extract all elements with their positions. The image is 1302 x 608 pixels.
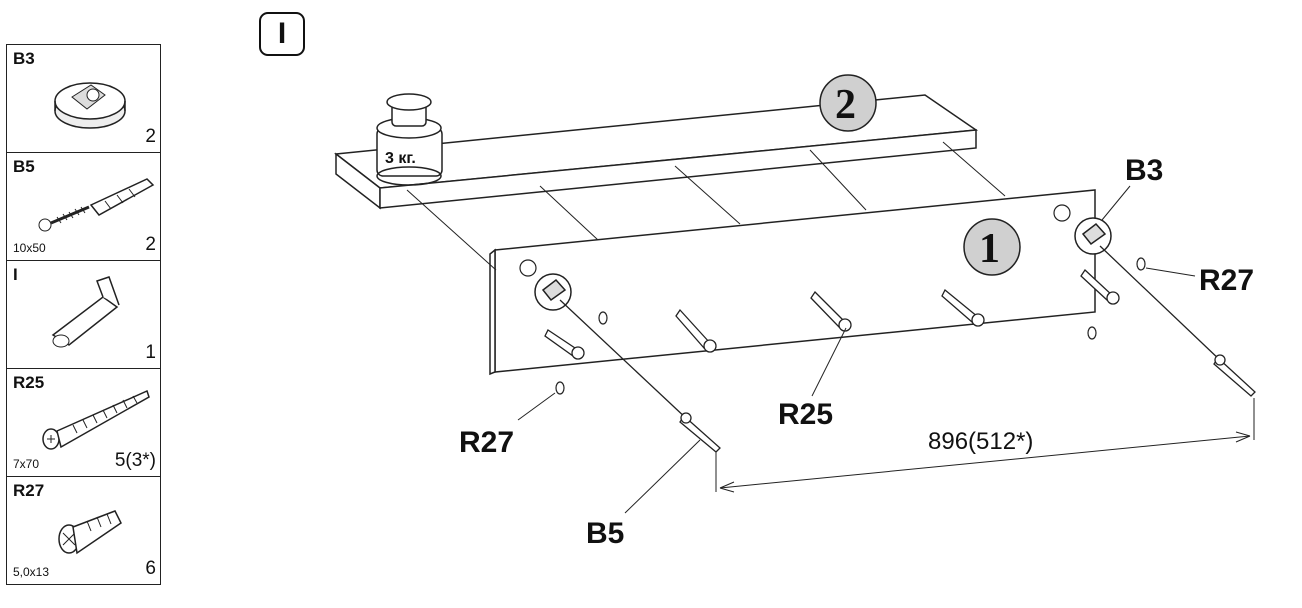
part-r27: R27 5,0x13 6 [6,476,161,585]
weight-icon [376,93,443,186]
callout-r27-left: R27 [459,426,514,459]
part-size: 7x70 [13,457,40,471]
panel-1-label: 1 [979,226,1000,272]
part-qty: 5(3*) [114,450,156,471]
panel-2-label: 2 [835,82,856,128]
dowel-icon [58,510,122,555]
part-qty: 2 [145,234,156,255]
panel-number-2: 2 [819,74,877,132]
part-r25: R25 7x70 5(3*) [6,368,161,476]
r25-screws [544,269,1120,360]
part-id: I [13,265,18,284]
alignment-lines [406,141,1006,271]
cam-lock-icon [54,82,126,129]
hex-key-icon [51,276,120,348]
panel-holes [519,204,1071,277]
part-qty: 2 [145,126,156,147]
part-b5: B5 10x50 2 [6,152,161,260]
part-hex-key: I 1 [6,260,161,368]
part-b3: B3 2 [6,44,161,152]
callout-b5: B5 [586,517,624,550]
part-size: 5,0x13 [13,565,50,579]
r27-dowels [555,257,1146,395]
callout-r25: R25 [778,398,833,431]
dimension-label: 896(512*) [928,428,1033,455]
part-qty: 1 [145,342,156,363]
leader-lines [517,185,1255,514]
back-panel-1 [489,189,1096,376]
part-id: B5 [13,157,35,176]
weight-label: 3 кг. [385,150,416,167]
callout-b3: B3 [1125,154,1163,187]
part-qty: 6 [145,558,156,579]
step-label: I [277,17,287,50]
part-id: R25 [13,373,45,392]
callout-r27-right: R27 [1199,264,1254,297]
b5-wall-plugs [559,245,1256,453]
part-id: B3 [13,49,35,68]
parts-list: B3 2 B5 10x50 2 I 1 R25 [6,44,161,585]
screw-icon [42,389,150,450]
part-id: R27 [13,481,45,500]
panel-number-1: 1 [963,218,1021,276]
part-size: 10x50 [13,241,46,255]
step-indicator: I [259,12,305,56]
wall-plug-screw-icon [38,178,155,232]
